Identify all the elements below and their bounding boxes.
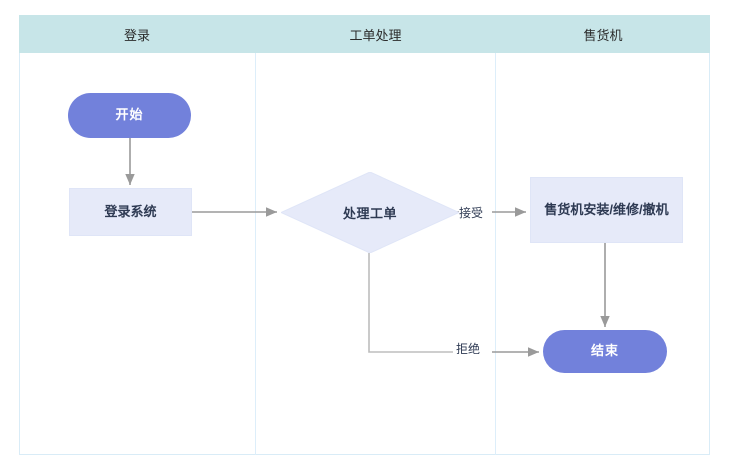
swimlane-divider-2 [495,53,496,455]
node-vending-machine-service[interactable]: 售货机安装/维修/撤机 [530,177,683,243]
swimlane-header-ticket: 工单处理 [255,15,495,53]
edge-label-accept: 接受 [459,206,484,220]
swimlane-header-login: 登录 [123,27,150,43]
decision-diamond-shape [281,172,459,253]
node-login-system[interactable]: 登录系统 [69,188,192,236]
swimlane-divider-1 [255,53,256,455]
node-process-ticket[interactable]: 处理工单 [281,172,459,253]
node-process-ticket-label: 处理工单 [342,206,397,221]
swimlane-header-machine: 售货机 [495,15,710,53]
node-start[interactable]: 开始 [68,93,191,138]
edge-label-reject: 拒绝 [456,342,481,356]
node-end[interactable]: 结束 [543,330,667,373]
swimlane-header-row: 登录 工单处理 售货机 [19,15,710,53]
